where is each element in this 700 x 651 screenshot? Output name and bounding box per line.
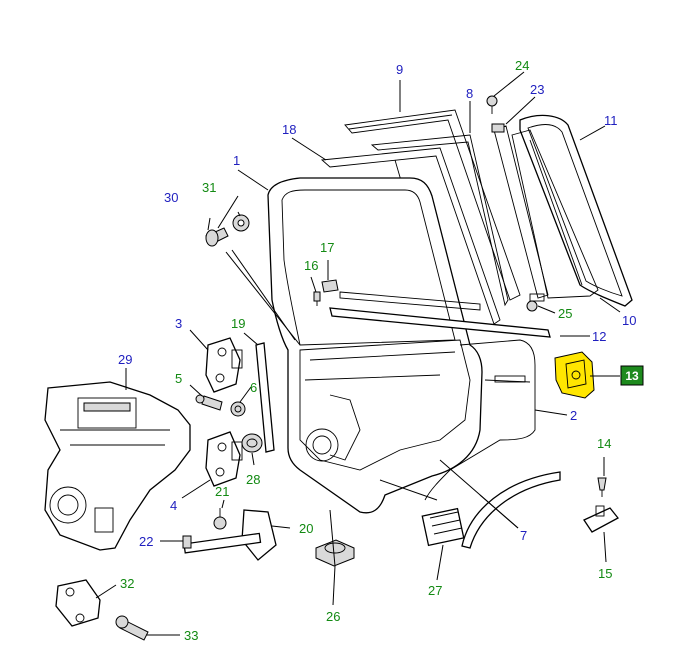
callout-7[interactable]: 7 (520, 528, 527, 543)
callout-32[interactable]: 32 (120, 576, 134, 591)
door-lock-latch-13[interactable] (554, 351, 595, 399)
grille-27[interactable] (421, 507, 465, 547)
callout-15[interactable]: 15 (598, 566, 612, 581)
screw-14[interactable] (597, 477, 607, 497)
clip-17[interactable] (321, 279, 339, 293)
hinge-lower-4[interactable] (205, 431, 243, 487)
outer-skin-2[interactable] (424, 339, 536, 501)
callout-28[interactable]: 28 (246, 472, 260, 487)
callout-5[interactable]: 5 (175, 371, 182, 386)
quarter-glass-seal-11[interactable] (519, 114, 633, 307)
clip-25[interactable] (526, 293, 545, 312)
callout-26[interactable]: 26 (326, 609, 340, 624)
nut-6[interactable] (230, 401, 246, 417)
callout-14[interactable]: 14 (597, 436, 611, 451)
callout-22[interactable]: 22 (139, 534, 153, 549)
bolt-5[interactable] (195, 394, 223, 411)
callout-20[interactable]: 20 (299, 521, 313, 536)
callout-12[interactable]: 12 (592, 329, 606, 344)
door-shell-1[interactable] (267, 177, 483, 514)
callout-18[interactable]: 18 (282, 122, 296, 137)
callout-10[interactable]: 10 (622, 313, 636, 328)
callout-9[interactable]: 9 (396, 62, 403, 77)
callout-33[interactable]: 33 (184, 628, 198, 643)
callout-29[interactable]: 29 (118, 352, 132, 367)
callout-17[interactable]: 17 (320, 240, 334, 255)
bracket-32[interactable] (55, 579, 101, 627)
selected-part-badge[interactable]: 13 (620, 365, 644, 386)
callout-23[interactable]: 23 (530, 82, 544, 97)
divider-bar-23[interactable] (491, 123, 549, 299)
screw-24[interactable] (486, 95, 498, 114)
bolt-21[interactable] (213, 508, 227, 530)
callout-30[interactable]: 30 (164, 190, 178, 205)
callout-27[interactable]: 27 (428, 583, 442, 598)
callout-11[interactable]: 11 (604, 113, 618, 128)
grommet-28[interactable] (241, 433, 263, 453)
washer-31[interactable] (232, 214, 250, 232)
striker-bracket-15[interactable] (583, 505, 619, 533)
door-trim-panel-29[interactable] (44, 381, 191, 551)
clip-16[interactable] (313, 291, 321, 306)
callout-31[interactable]: 31 (202, 180, 216, 195)
callout-1[interactable]: 1 (233, 153, 240, 168)
callout-labels: 1 2 3 4 5 6 7 8 9 10 11 12 14 15 16 17 1… (118, 58, 636, 643)
check-strap-20[interactable] (183, 509, 277, 561)
leader-lines (95, 71, 621, 636)
callout-8[interactable]: 8 (466, 86, 473, 101)
callout-24[interactable]: 24 (515, 58, 529, 73)
belt-moulding-12[interactable] (329, 291, 551, 338)
wheel-arch-moulding-7[interactable] (461, 471, 561, 549)
callout-4[interactable]: 4 (170, 498, 177, 513)
bump-stop-30[interactable] (205, 227, 229, 247)
weatherstrip-19[interactable] (255, 342, 275, 453)
callout-6[interactable]: 6 (250, 380, 257, 395)
badge-label: 13 (625, 369, 639, 383)
bolt-33[interactable] (115, 615, 149, 641)
callout-3[interactable]: 3 (175, 316, 182, 331)
callout-19[interactable]: 19 (231, 316, 245, 331)
callout-16[interactable]: 16 (304, 258, 318, 273)
hinge-upper-3[interactable] (205, 337, 243, 393)
callout-21[interactable]: 21 (215, 484, 229, 499)
pin-22[interactable] (182, 535, 192, 549)
callout-25[interactable]: 25 (558, 306, 572, 321)
callout-2[interactable]: 2 (570, 408, 577, 423)
plug-26[interactable] (315, 539, 355, 567)
glass-frame-9[interactable] (344, 109, 521, 301)
